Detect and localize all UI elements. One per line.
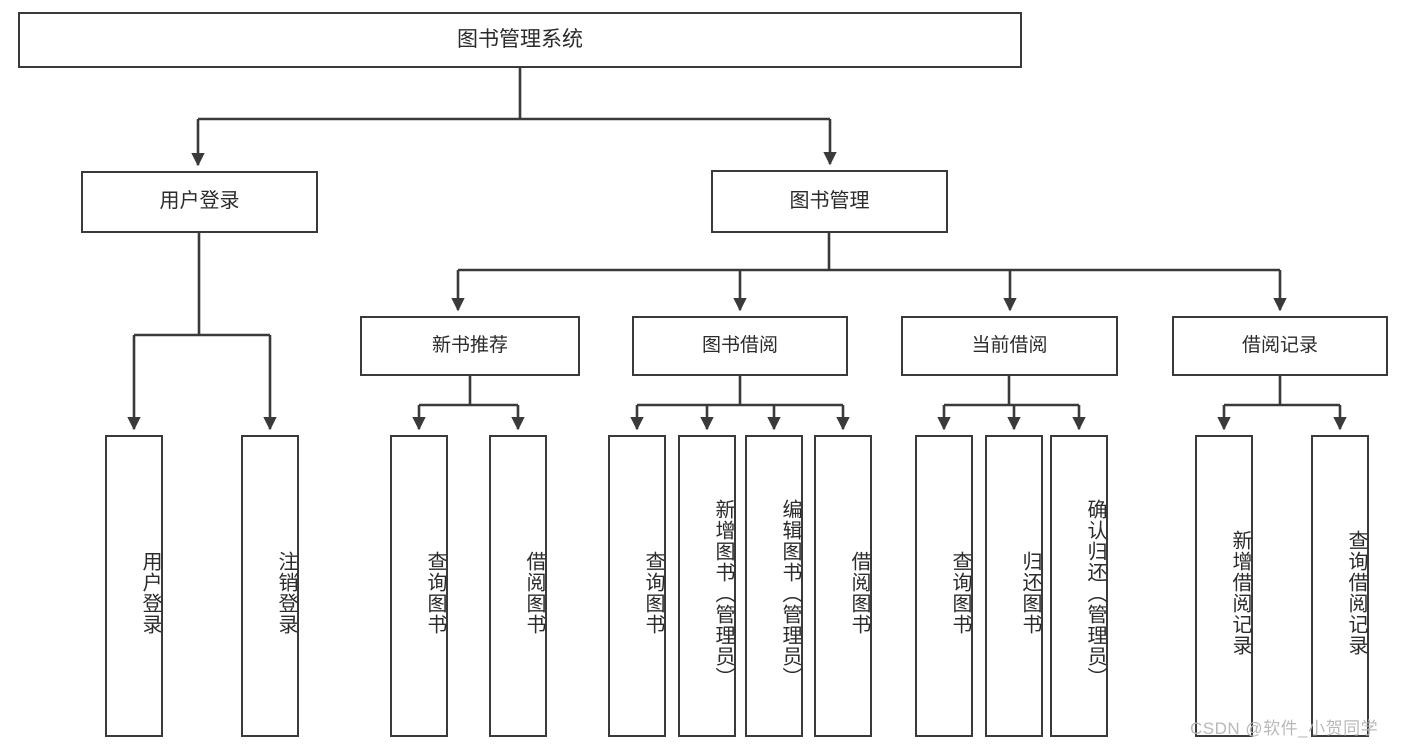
node-title-box[interactable]: 图书管理系统	[18, 12, 1022, 68]
node-leaf-edit-book[interactable]: 编辑图书（管理员）	[745, 435, 803, 737]
node-borrow-record[interactable]: 借阅记录	[1172, 316, 1388, 376]
node-current-borrow[interactable]: 当前借阅	[901, 316, 1118, 376]
node-label: 查询图书	[424, 551, 446, 635]
node-label: 图书管理系统	[457, 27, 583, 51]
node-leaf-logout[interactable]: 注销登录	[241, 435, 299, 737]
node-label: 图书借阅	[701, 334, 778, 356]
node-leaf-query-book-1[interactable]: 查询图书	[390, 435, 448, 737]
node-leaf-user-login[interactable]: 用户登录	[105, 435, 163, 737]
node-leaf-return-book[interactable]: 归还图书	[985, 435, 1043, 737]
node-label: 新增借阅记录	[1229, 530, 1251, 656]
node-book-borrow[interactable]: 图书借阅	[632, 316, 848, 376]
node-label: 归还图书	[1019, 551, 1041, 635]
node-leaf-confirm-return[interactable]: 确认归还（管理员）	[1050, 435, 1108, 737]
node-leaf-add-book[interactable]: 新增图书（管理员）	[678, 435, 736, 737]
node-label: 用户登录	[139, 551, 161, 635]
node-label: 用户登录	[159, 190, 240, 213]
node-leaf-borrow-book-2[interactable]: 借阅图书	[814, 435, 872, 737]
node-label: 查询图书	[642, 551, 664, 635]
node-new-book-recommend[interactable]: 新书推荐	[360, 316, 580, 376]
node-label: 借阅记录	[1241, 334, 1318, 356]
node-label: 当前借阅	[971, 334, 1048, 356]
node-label: 新书推荐	[431, 334, 508, 356]
node-label: 新增图书（管理员）	[712, 498, 734, 688]
node-leaf-query-book-3[interactable]: 查询图书	[915, 435, 973, 737]
node-label: 确认归还（管理员）	[1084, 498, 1106, 688]
node-label: 图书管理	[789, 189, 870, 212]
node-book-management[interactable]: 图书管理	[711, 170, 948, 233]
node-label: 编辑图书（管理员）	[779, 498, 801, 688]
node-label: 注销登录	[275, 551, 297, 635]
node-label: 借阅图书	[848, 551, 870, 635]
node-leaf-query-book-2[interactable]: 查询图书	[608, 435, 666, 737]
node-label: 查询借阅记录	[1345, 530, 1367, 656]
node-label: 查询图书	[949, 551, 971, 635]
node-user-login[interactable]: 用户登录	[81, 171, 318, 233]
node-leaf-query-record[interactable]: 查询借阅记录	[1311, 435, 1369, 737]
node-label: 借阅图书	[523, 551, 545, 635]
node-leaf-borrow-book-1[interactable]: 借阅图书	[489, 435, 547, 737]
node-leaf-add-record[interactable]: 新增借阅记录	[1195, 435, 1253, 737]
